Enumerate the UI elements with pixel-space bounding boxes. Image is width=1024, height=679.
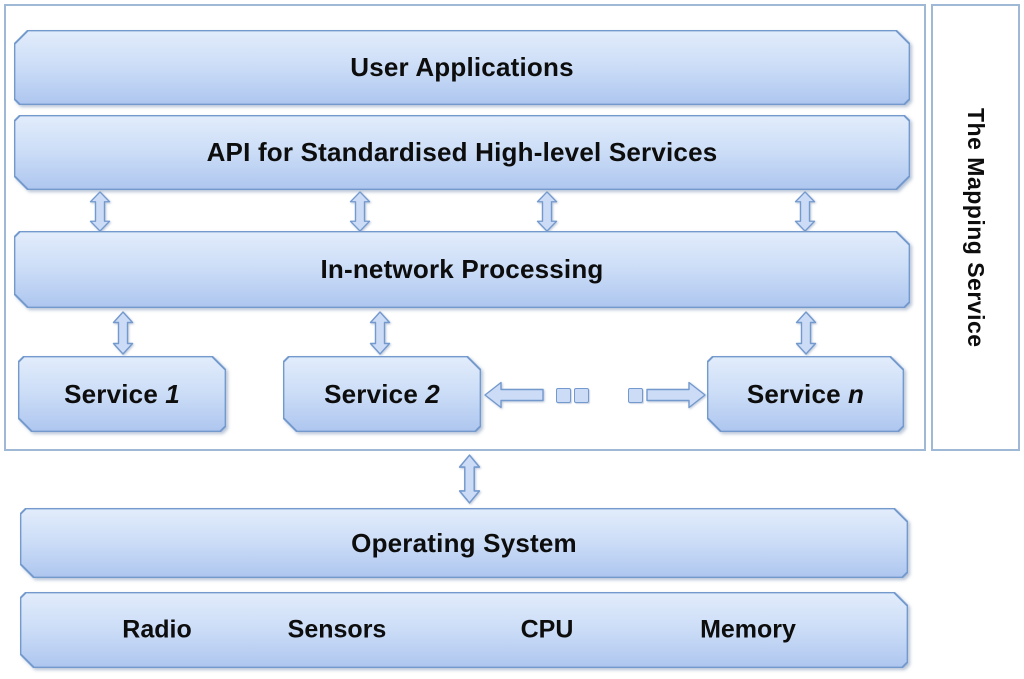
ellipsis-square-icon [574,388,589,403]
hardware-memory-label: Memory [700,615,796,644]
api-label: API for Standardised High-level Services [206,137,718,167]
left-arrow-icon [484,381,544,409]
double-arrow-icon [536,191,558,232]
double-arrow-icon [89,191,111,232]
layer-api: API for Standardised High-level Services [14,115,910,190]
user-applications-label: User Applications [350,52,574,82]
hardware-cpu-label: CPU [520,615,574,644]
in-network-label: In-network Processing [320,254,604,284]
operating-system-box: Operating System [20,508,908,578]
layer-in-network-processing: In-network Processing [14,231,910,308]
right-arrow-icon [646,381,706,409]
hardware-sensors-label: Sensors [287,615,387,644]
double-arrow-icon [794,191,816,232]
mapping-service-frame [4,4,926,451]
double-arrow-icon [369,311,391,355]
ellipsis-square-icon [628,388,643,403]
mapping-service-label: The Mapping Service [963,107,989,348]
operating-system-label: Operating System [351,527,577,558]
hardware-radio-label: Radio [122,615,192,644]
layer-user-applications: User Applications [14,30,910,105]
double-arrow-icon [349,191,371,232]
mapping-service-sidebar: The Mapping Service [931,4,1020,451]
hardware-box: Radio Sensors CPU Memory [20,592,908,668]
double-arrow-icon [458,454,481,504]
ellipsis-square-icon [556,388,571,403]
double-arrow-icon [112,311,134,355]
double-arrow-icon [795,311,817,355]
